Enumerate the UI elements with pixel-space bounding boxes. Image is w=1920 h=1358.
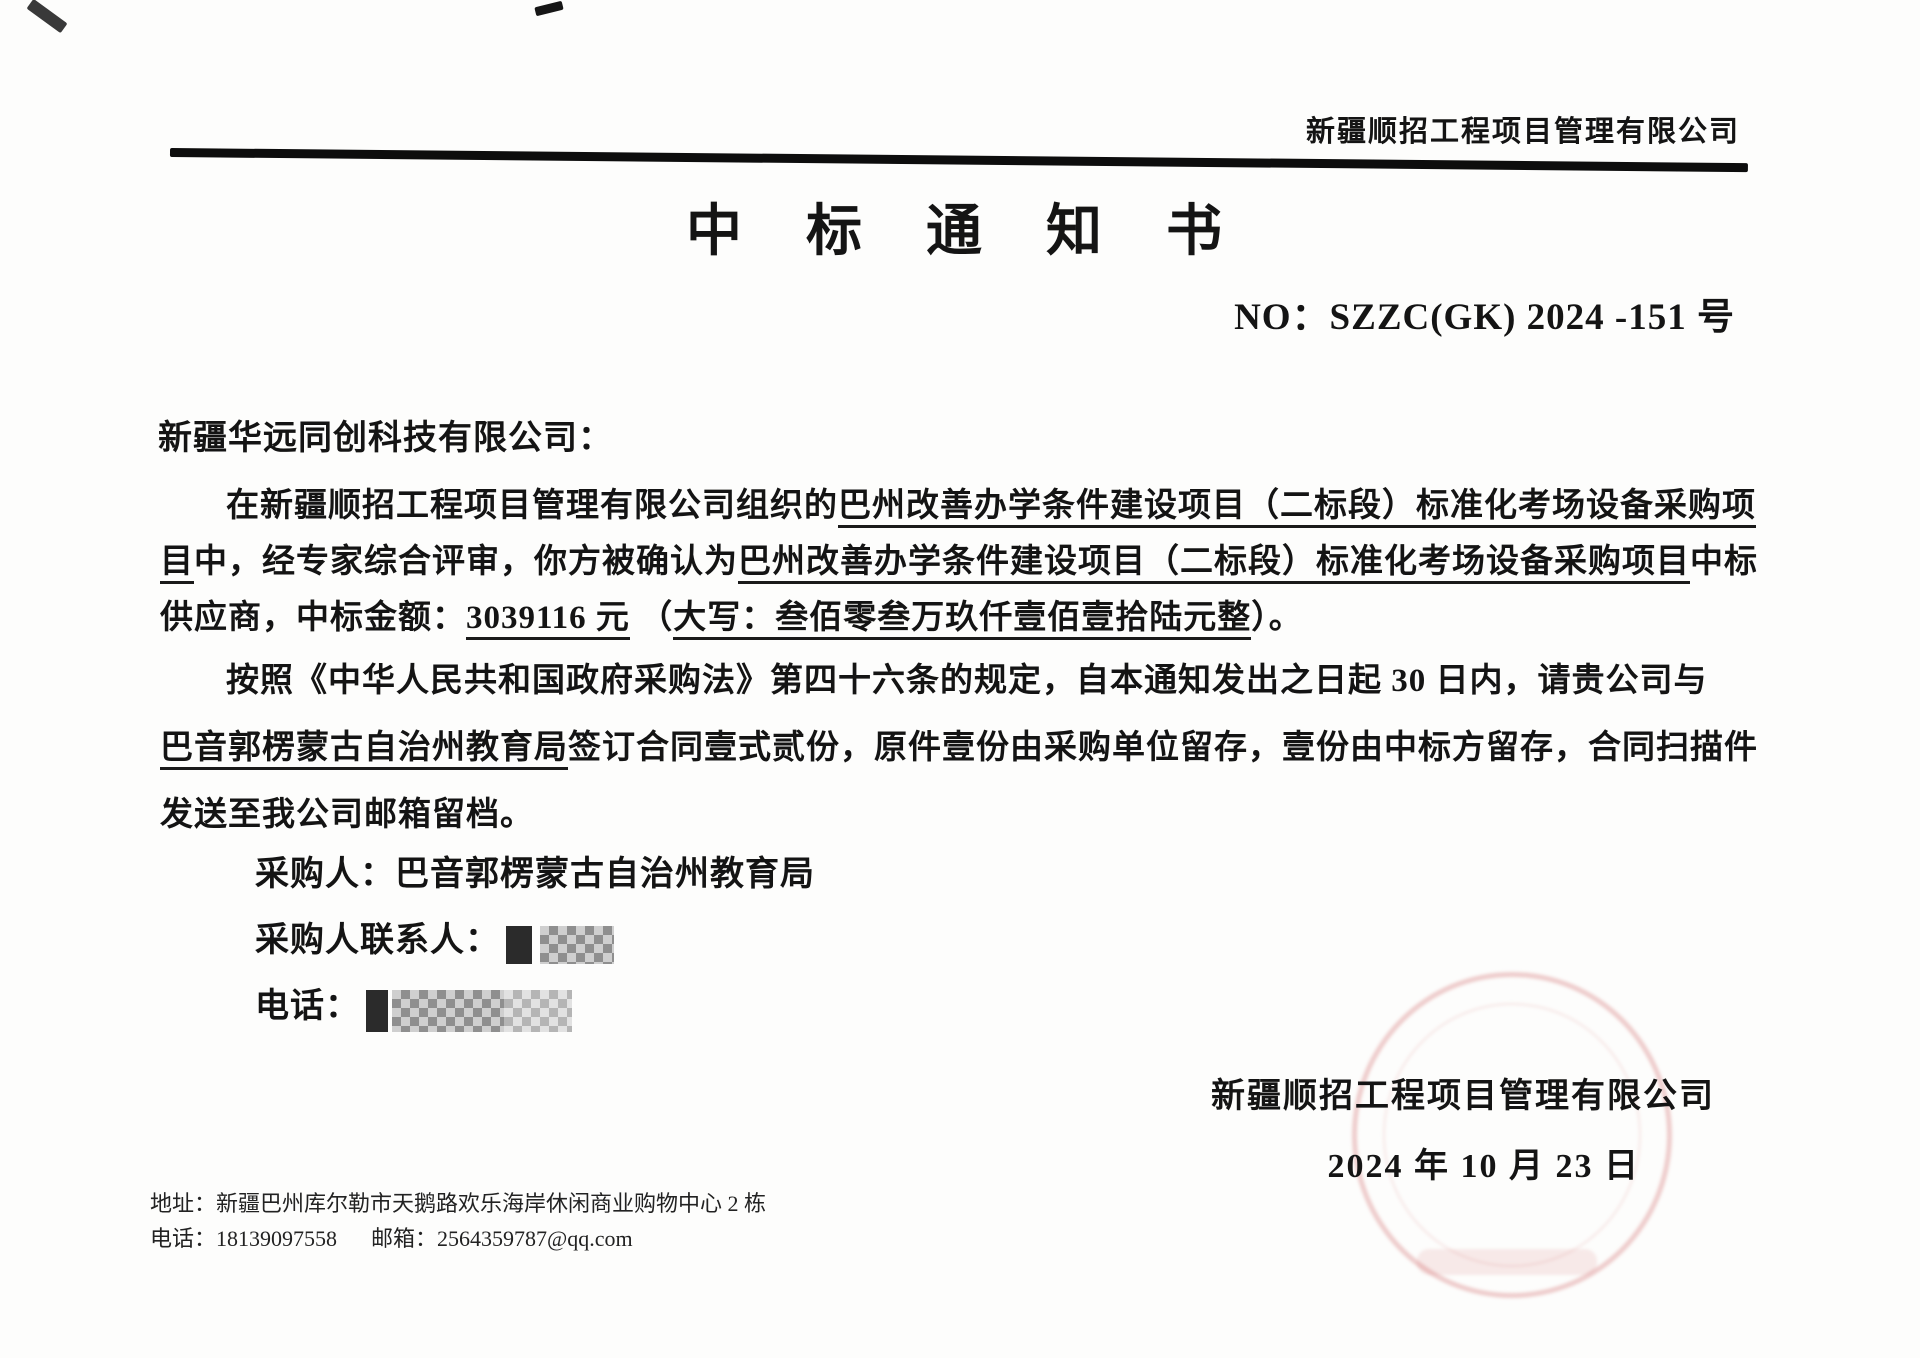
stamp-smudge xyxy=(1417,1249,1597,1275)
purchaser-phone-line: 电话： xyxy=(255,974,815,1040)
purchaser-line: 采购人：巴音郭楞蒙古自治州教育局 xyxy=(255,842,815,908)
footer-phone-email-line: 电话：18139097558 邮箱：2564359787@qq.com xyxy=(150,1221,766,1256)
document-number: NO：SZZC(GK) 2024 -151 号 xyxy=(1234,297,1735,338)
text-line: 巴音郭楞蒙古自治州教育局签订合同壹式贰份，原件壹份由采购单位留存，壹份由中标方留… xyxy=(160,715,1760,782)
body-paragraph-contract: 按照《中华人民共和国政府采购法》第四十六条的规定，自本通知发出之日起 30 日内… xyxy=(160,648,1760,849)
signature-date: 2024 年 10 月 23 日 xyxy=(1327,1148,1640,1185)
purchaser-contact-label: 采购人联系人： xyxy=(255,922,500,959)
purchaser-details: 采购人：巴音郭楞蒙古自治州教育局 采购人联系人： 电话： xyxy=(255,842,815,1040)
footer-contact-block: 地址：新疆巴州库尔勒市天鹅路欢乐海岸休闲商业购物中心 2 栋 电话：181390… xyxy=(150,1186,766,1256)
document-title: 中 标 通 知 书 xyxy=(686,201,1234,263)
text-line: 发送至我公司邮箱留档。 xyxy=(160,797,534,833)
stamp-inner-ring xyxy=(1383,1003,1641,1267)
purchaser-phone-label: 电话： xyxy=(255,988,360,1025)
redacted-phone-number xyxy=(366,976,572,1042)
footer-phone-label: 电话： xyxy=(150,1226,217,1251)
letterhead-company-name: 新疆顺招工程项目管理有限公司 xyxy=(1305,116,1740,148)
purchaser-value: 巴音郭楞蒙古自治州教育局 xyxy=(395,856,815,893)
footer-phone-value: 18139097558 xyxy=(216,1226,338,1251)
scan-artifact xyxy=(534,0,564,17)
letterhead-divider-rule xyxy=(169,148,1748,173)
footer-address-line: 地址：新疆巴州库尔勒市天鹅路欢乐海岸休闲商业购物中心 2 栋 xyxy=(150,1186,766,1221)
purchaser-contact-line: 采购人联系人： xyxy=(255,908,815,974)
addressee-company: 新疆华远同创科技有限公司： xyxy=(158,420,613,457)
signature-company: 新疆顺招工程项目管理有限公司 xyxy=(1211,1078,1715,1115)
footer-address-label: 地址： xyxy=(150,1191,217,1216)
scan-artifact xyxy=(26,0,68,34)
official-red-stamp xyxy=(1352,972,1672,1298)
purchaser-label: 采购人： xyxy=(255,856,395,893)
text-line: 按照《中华人民共和国政府采购法》第四十六条的规定，自本通知发出之日起 30 日内… xyxy=(226,663,1708,699)
footer-email-label: 邮箱： xyxy=(371,1226,438,1251)
text-line: 在新疆顺招工程项目管理有限公司组织的巴州改善办学条件建设项目（二标段）标准化考场… xyxy=(160,478,1760,534)
body-paragraph-award: 在新疆顺招工程项目管理有限公司组织的巴州改善办学条件建设项目（二标段）标准化考场… xyxy=(160,478,1760,646)
footer-email-value: 2564359787@qq.com xyxy=(437,1226,633,1251)
footer-address-value: 新疆巴州库尔勒市天鹅路欢乐海岸休闲商业购物中心 2 栋 xyxy=(216,1191,767,1216)
redacted-contact-name xyxy=(506,910,614,976)
text-line: 目中，经专家综合评审，你方被确认为巴州改善办学条件建设项目（二标段）标准化考场设… xyxy=(160,534,1760,590)
text-line: 供应商，中标金额：3039116 元 （大写：叁佰零叁万玖仟壹佰壹拾陆元整）。 xyxy=(160,590,1760,646)
